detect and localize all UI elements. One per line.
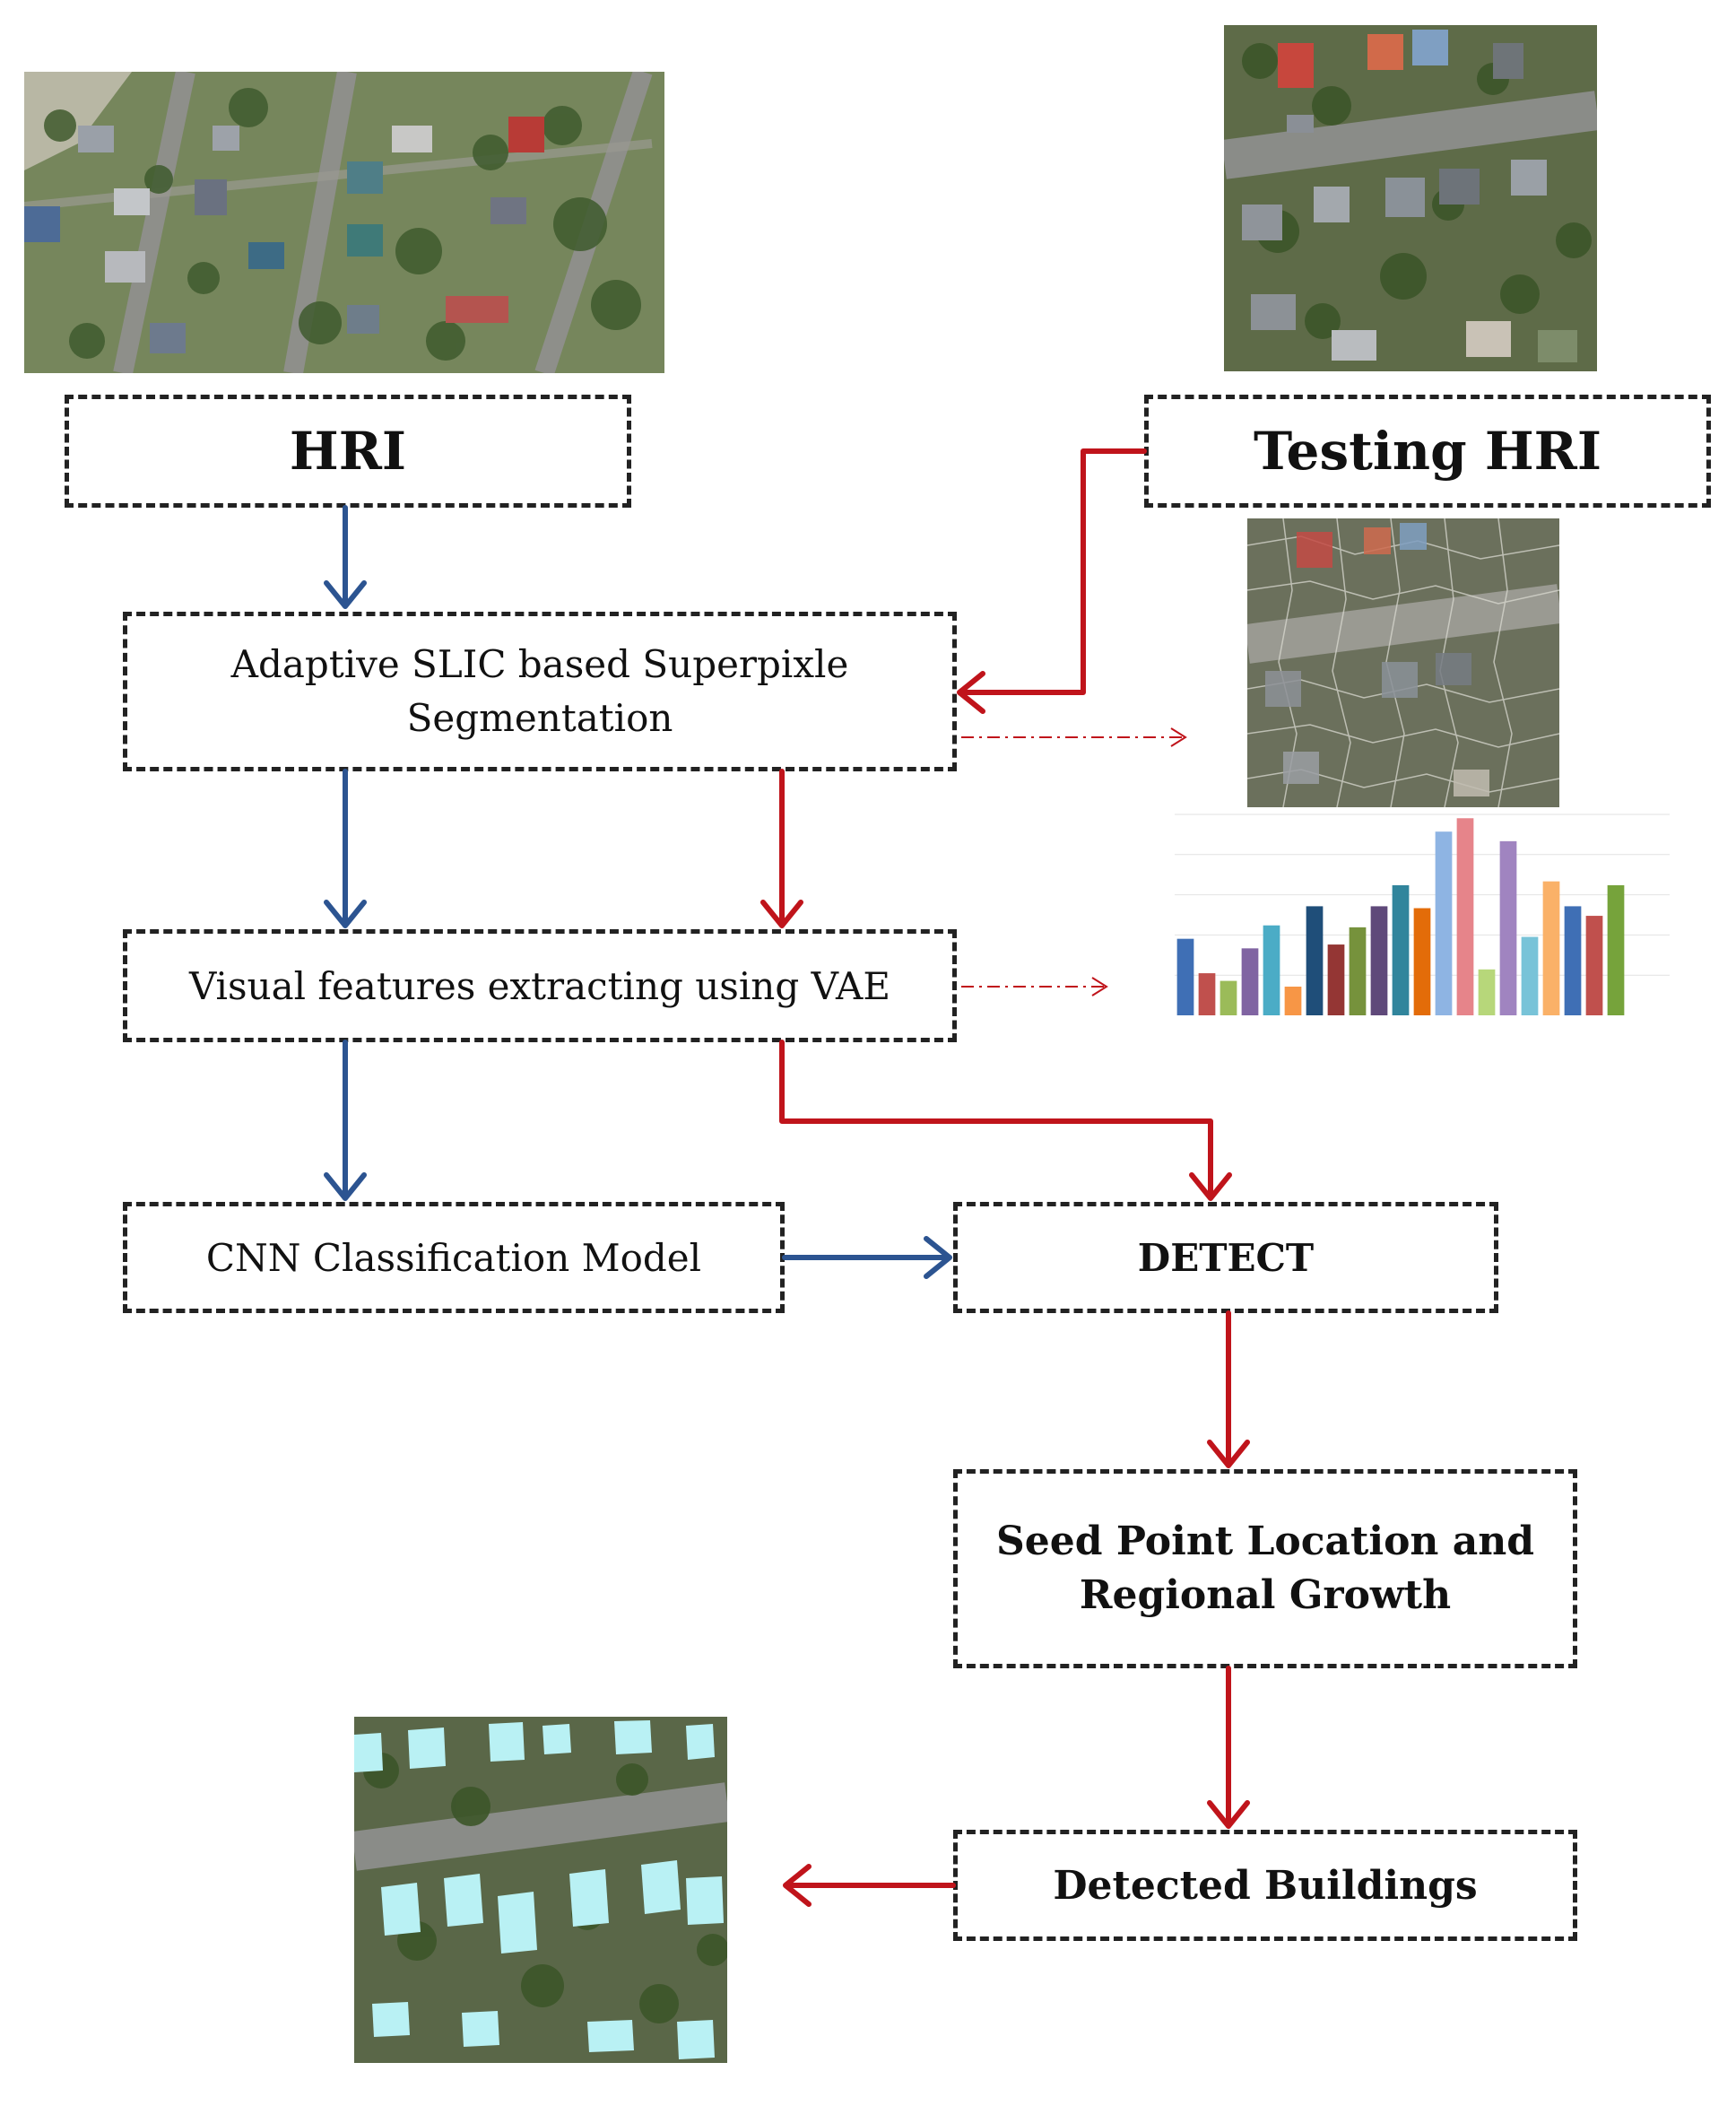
- chart-bar: [1176, 938, 1194, 1015]
- hri-box: HRI: [65, 395, 631, 508]
- chart-bar: [1585, 916, 1603, 1015]
- detected-buildings-image: [354, 1717, 727, 2063]
- detect-box: DETECT: [953, 1202, 1498, 1313]
- testing-hri-box: Testing HRI: [1144, 395, 1711, 508]
- arrow-testing-to-slic: [959, 448, 1147, 695]
- seed-point-region-growth-box: Seed Point Location and Regional Growth: [953, 1469, 1577, 1668]
- chart-bar: [1542, 881, 1560, 1015]
- chart-bar: [1564, 906, 1582, 1015]
- chart-bar: [1413, 908, 1431, 1015]
- chart-bar: [1284, 987, 1302, 1015]
- chart-bar: [1499, 840, 1517, 1015]
- slic-segmentation-box: Adaptive SLIC based Superpixle Segmentat…: [123, 612, 957, 771]
- chart-bar: [1220, 980, 1237, 1015]
- testing-flow-arrows: [760, 448, 1250, 1907]
- chart-bar: [1435, 831, 1453, 1015]
- training-flow-arrows: [324, 505, 952, 1279]
- vae-feature-extraction-box: Visual features extracting using VAE: [123, 929, 957, 1042]
- superpixel-segmentation-image: [1247, 518, 1559, 807]
- cnn-classification-box: CNN Classification Model: [123, 1202, 785, 1313]
- chart-bar: [1263, 925, 1280, 1015]
- arrow-vae-to-detect: [779, 1040, 1213, 1199]
- chart-bar: [1198, 973, 1216, 1015]
- feature-bar-chart: [1175, 814, 1670, 1015]
- chart-bar: [1370, 906, 1388, 1015]
- chart-bar: [1456, 818, 1474, 1015]
- illustration-pointers: [961, 736, 1184, 988]
- chart-bar: [1306, 906, 1324, 1015]
- chart-bar: [1327, 944, 1345, 1015]
- training-aerial-image: [24, 72, 664, 373]
- chart-bar: [1241, 948, 1259, 1015]
- testing-aerial-image: [1224, 25, 1597, 371]
- chart-bar: [1349, 927, 1367, 1015]
- chart-bar: [1478, 969, 1496, 1015]
- chart-bar: [1392, 884, 1410, 1015]
- chart-bar: [1607, 884, 1625, 1015]
- chart-bar: [1521, 936, 1539, 1015]
